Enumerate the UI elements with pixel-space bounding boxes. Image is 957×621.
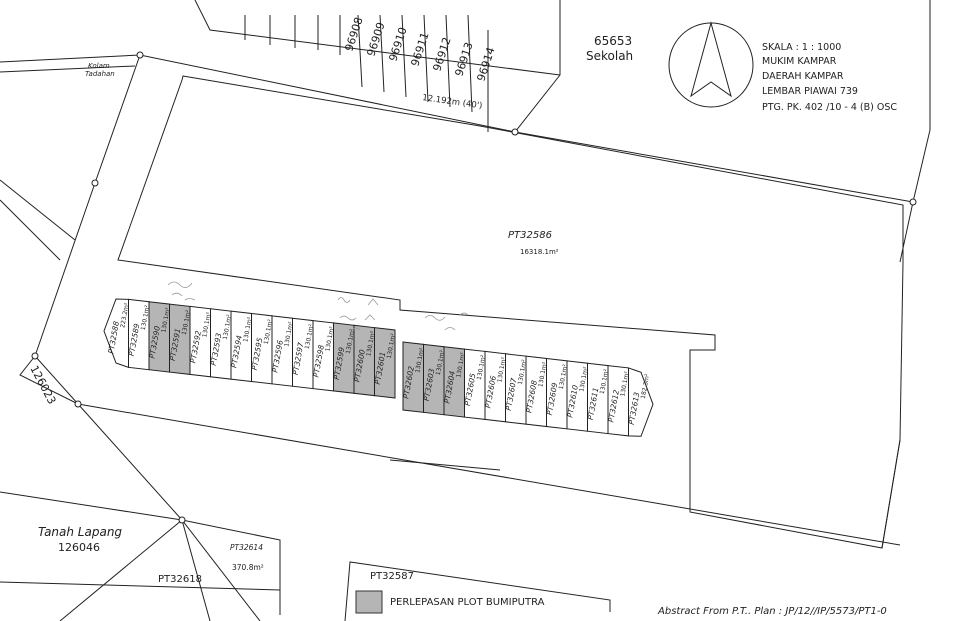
main-lot-number: PT32586: [508, 230, 552, 241]
handwritten-annotations: [167, 281, 469, 331]
lot-area: 130.1m²: [365, 330, 376, 357]
lot-parcel: [628, 367, 654, 437]
lot-area: 130.1m²: [304, 323, 315, 350]
neighbour-lot-divider: [423, 14, 429, 103]
north-arrow-icon: [668, 21, 754, 108]
lot-area: 130.1m²: [455, 351, 466, 378]
lot-area: 130.1m²: [599, 368, 610, 395]
lot-area: 182.3m²: [640, 373, 651, 400]
lot-area: 130.1m²: [435, 349, 446, 376]
kolam-label: Kolam: [88, 62, 110, 70]
lot-parcel: [374, 327, 396, 399]
neighbour-lot-divider: [401, 14, 407, 98]
legend-label: PERLEPASAN PLOT BUMIPUTRA: [390, 597, 545, 608]
lot-area: 130.1m²: [386, 332, 397, 359]
tadahan-label: Tadahan: [85, 70, 115, 78]
scale-block: SKALA : 1 : 1000 MUKIM KAMPAR DAERAH KAM…: [762, 42, 897, 113]
lot-area: 130.1m²: [517, 358, 528, 385]
pt32587-label: PT32587: [370, 571, 414, 582]
lot-row-south: PT32602130.1m²PT32603130.1m²PT32604130.1…: [401, 341, 654, 437]
pt32618-label: PT32618: [158, 574, 202, 585]
tanah-lapang-label: Tanah Lapang: [38, 525, 122, 539]
tanah-lapang-number: 126046: [58, 541, 100, 554]
lot-area: 130.1m²: [263, 318, 274, 345]
daerah-line: DAERAH KAMPAR: [762, 71, 844, 82]
lot-area: 130.1m²: [578, 366, 589, 393]
plan-reference: Abstract From P.T.. Plan : JP/12//IP/557…: [657, 606, 887, 617]
ptg-line: PTG. PK. 402 /10 - 4 (B) OSC: [762, 102, 897, 113]
boundary-lines: [0, 0, 931, 621]
sekolah-number: 65653: [594, 34, 632, 48]
lot-area: 130.1m²: [140, 304, 151, 331]
scale-line: SKALA : 1 : 1000: [762, 42, 841, 53]
neighbour-lot-divider: [445, 14, 451, 108]
mukim-line: MUKIM KAMPAR: [762, 56, 837, 67]
lot-area: 130.1m²: [201, 311, 212, 338]
lot-area: 130.1m²: [160, 306, 171, 333]
lot-area: 130.1m²: [496, 356, 507, 383]
main-lot-area: 16318.1m²: [520, 248, 559, 256]
neighbour-lot-divider: [357, 14, 363, 88]
lot-area: 223.2m²: [119, 302, 130, 329]
lot-area: 130.1m²: [619, 370, 630, 397]
lembar-line: LEMBAR PIAWAI 739: [762, 86, 858, 97]
lot-area: 130.1m²: [476, 354, 487, 381]
neighbour-lot-dividers: [244, 15, 341, 55]
lot-area: 130.1m²: [283, 321, 294, 348]
pt32614-label: PT32614: [230, 543, 263, 552]
lot-area: 130.1m²: [222, 313, 233, 340]
legend-swatch: [355, 590, 383, 614]
lot-area: 130.1m²: [537, 361, 548, 388]
lot-parcel: [103, 298, 129, 369]
sekolah-name: Sekolah: [586, 49, 633, 63]
lot-area: 130.1m²: [345, 328, 356, 355]
neighbour-lot-divider: [467, 14, 473, 113]
lot-area: 130.1m²: [324, 325, 335, 352]
lot-row-north: PT32588223.2m²PT32589130.1m²PT32590130.1…: [103, 298, 397, 399]
lot-area: 130.1m²: [414, 347, 425, 374]
neighbour-lot-divider: [379, 14, 385, 93]
survey-markers: [31, 51, 917, 524]
lot-area: 130.1m²: [181, 309, 192, 336]
pt32614-area: 370.8m²: [232, 563, 264, 572]
lot-area: 130.1m²: [242, 316, 253, 343]
lot-area: 130.1m²: [558, 363, 569, 390]
